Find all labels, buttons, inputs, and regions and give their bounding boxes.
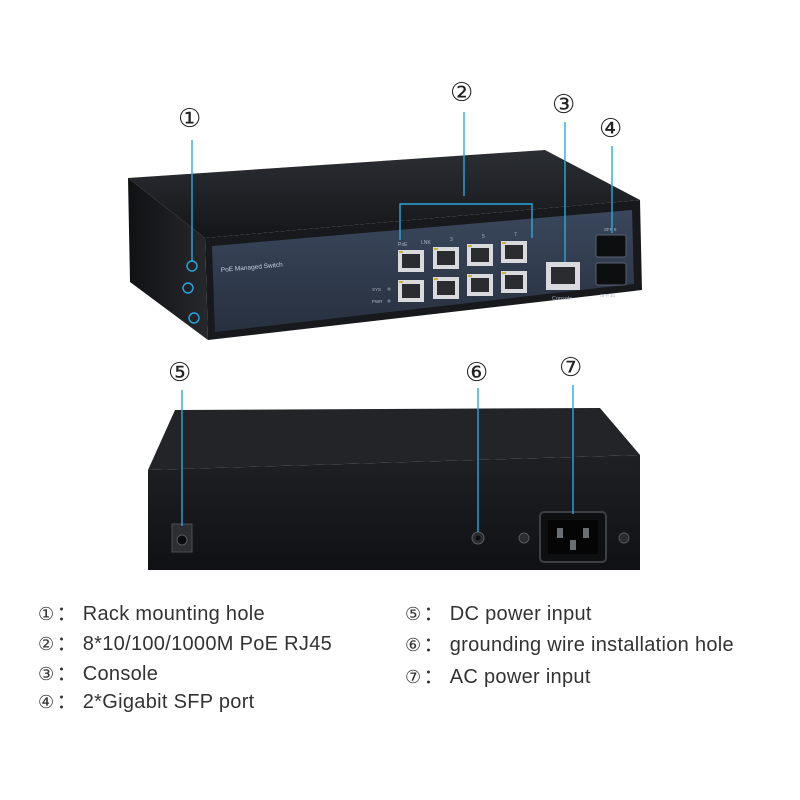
callout-number-6: ⑥ <box>465 358 489 388</box>
legend-number: ③ <box>38 664 55 685</box>
pwr-led <box>387 299 391 303</box>
callout-number-7: ⑦ <box>559 353 583 383</box>
legend-number: ⑤ <box>405 604 422 625</box>
legend-number: ① <box>38 604 55 625</box>
rj45-port[interactable] <box>501 241 527 263</box>
sfp-bottom-label: SFP 10 <box>600 293 615 298</box>
chassis-top <box>128 150 640 238</box>
led-label-sys: SYS <box>372 287 381 292</box>
legend-item: ⑤：DC power input <box>405 601 592 627</box>
legend-item: ②：8*10/100/1000M PoE RJ45 <box>38 631 332 657</box>
port-header-poe: PoE <box>398 242 408 248</box>
back-chassis-top <box>148 408 640 470</box>
legend-item: ④：2*Gigabit SFP port <box>38 689 255 715</box>
callout-line-2-bracket <box>399 203 533 240</box>
sys-led <box>387 287 391 291</box>
legend-text: AC power input <box>449 666 591 688</box>
legend-number: ⑦ <box>405 667 422 688</box>
sfp-port-group <box>595 234 627 286</box>
legend-separator: ： <box>423 666 444 688</box>
rj45-port[interactable] <box>398 280 424 302</box>
grounding-screw[interactable] <box>471 531 485 545</box>
callout-number-4: ④ <box>599 114 623 144</box>
legend-separator: ： <box>56 691 77 713</box>
rj45-port[interactable] <box>467 274 493 296</box>
legend-separator: ： <box>56 603 77 625</box>
legend-number: ⑥ <box>405 635 422 656</box>
legend-text: DC power input <box>449 603 592 625</box>
port-header-5: 5 <box>482 234 485 240</box>
rj45-port[interactable] <box>467 244 493 266</box>
callout-number-3: ③ <box>552 90 576 120</box>
legend-text: grounding wire installation hole <box>449 634 734 656</box>
callout-lines <box>181 112 613 532</box>
rack-hole <box>182 282 194 294</box>
ac-power-socket[interactable] <box>518 511 630 563</box>
dc-power-jack[interactable] <box>171 523 193 553</box>
port-header-3: 3 <box>450 237 453 243</box>
port-header-lnk: LNK <box>421 240 431 246</box>
legend-text: 8*10/100/1000M PoE RJ45 <box>82 633 333 655</box>
legend-item: ⑦：AC power input <box>405 664 591 690</box>
led-label-pwr: PWR <box>372 299 383 304</box>
rj45-port-group <box>398 241 527 302</box>
legend-number: ② <box>38 634 55 655</box>
port-header-labels: PoE LNK 3 5 7 <box>398 232 517 248</box>
legend-separator: ： <box>423 634 444 656</box>
led-labels: SYS PWR <box>372 287 383 304</box>
sfp-port[interactable] <box>595 262 627 286</box>
legend-separator: ： <box>56 663 77 685</box>
rj45-port[interactable] <box>398 250 424 272</box>
callout-number-2: ② <box>450 78 474 108</box>
rj45-port[interactable] <box>433 247 459 269</box>
back-chassis-face <box>148 455 640 570</box>
sfp-top-label: SFP 9 <box>604 227 617 232</box>
legend-text: Rack mounting hole <box>82 603 265 625</box>
legend-item: ①：Rack mounting hole <box>38 601 265 627</box>
legend-item: ⑥：grounding wire installation hole <box>405 632 734 658</box>
rj45-port[interactable] <box>501 271 527 293</box>
callout-number-5: ⑤ <box>168 358 192 388</box>
sfp-port[interactable] <box>595 234 627 258</box>
switch-back-view <box>148 408 640 570</box>
rack-hole <box>188 312 200 324</box>
legend-separator: ： <box>56 633 77 655</box>
console-label: Console <box>552 296 572 302</box>
legend-number: ④ <box>38 692 55 713</box>
legend-text: Console <box>82 663 159 685</box>
switch-front-view: PoE Managed Switch PoE LNK 3 5 7 SYS PWR <box>128 150 642 340</box>
port-header-7: 7 <box>514 232 517 238</box>
rj45-port[interactable] <box>433 277 459 299</box>
chassis-left-side <box>128 178 208 340</box>
legend-separator: ： <box>423 603 444 625</box>
callout-number-1: ① <box>178 104 202 134</box>
console-port[interactable] <box>546 262 580 290</box>
legend-item: ③：Console <box>38 661 158 687</box>
legend-text: 2*Gigabit SFP port <box>82 691 255 713</box>
